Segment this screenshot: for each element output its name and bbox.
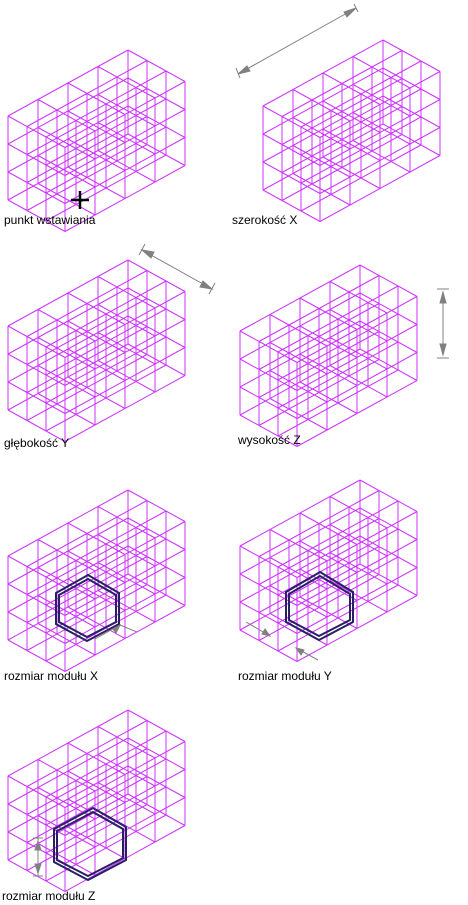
caption-width-x: szerokość X xyxy=(232,213,297,227)
module-highlight xyxy=(53,806,127,882)
panel-insertion-point: punkt wstawiania xyxy=(4,49,186,232)
panel-height-z: wysokość Z xyxy=(237,264,449,447)
panel-module-size-z: rozmiar modułu Z xyxy=(2,709,186,903)
space-frame-grid xyxy=(262,39,441,222)
caption-module-size-x: rozmiar modułu X xyxy=(4,669,98,683)
dimension-module-z-arrow xyxy=(33,837,43,877)
panel-module-size-x: rozmiar modułu X xyxy=(4,489,186,683)
module-highlight xyxy=(285,570,354,642)
dimension-x-arrow xyxy=(235,3,359,79)
space-frame-grid xyxy=(239,264,418,447)
dimension-module-x-arrow xyxy=(94,623,138,640)
panel-module-size-y: rozmiar modułu Y xyxy=(238,479,418,683)
caption-module-size-z: rozmiar modułu Z xyxy=(2,889,95,903)
dimension-z-arrow xyxy=(437,288,449,359)
caption-module-size-y: rozmiar modułu Y xyxy=(238,669,332,683)
space-frame-grid xyxy=(239,479,418,662)
space-frame-grid xyxy=(7,259,186,442)
dimension-module-y-arrow xyxy=(245,621,319,661)
insertion-cross-icon xyxy=(71,191,89,209)
space-frame-grid xyxy=(7,489,186,672)
space-frame-grid xyxy=(7,709,186,892)
caption-depth-y: głębokość Y xyxy=(4,436,69,450)
panel-width-x: szerokość X xyxy=(232,3,441,227)
dimension-y-arrow xyxy=(138,243,216,295)
caption-height-z: wysokość Z xyxy=(237,433,301,447)
caption-insertion-point: punkt wstawiania xyxy=(4,213,96,227)
panel-depth-y: głębokość Y xyxy=(4,243,216,450)
module-highlight xyxy=(55,573,120,643)
space-frame-grid xyxy=(7,49,186,232)
